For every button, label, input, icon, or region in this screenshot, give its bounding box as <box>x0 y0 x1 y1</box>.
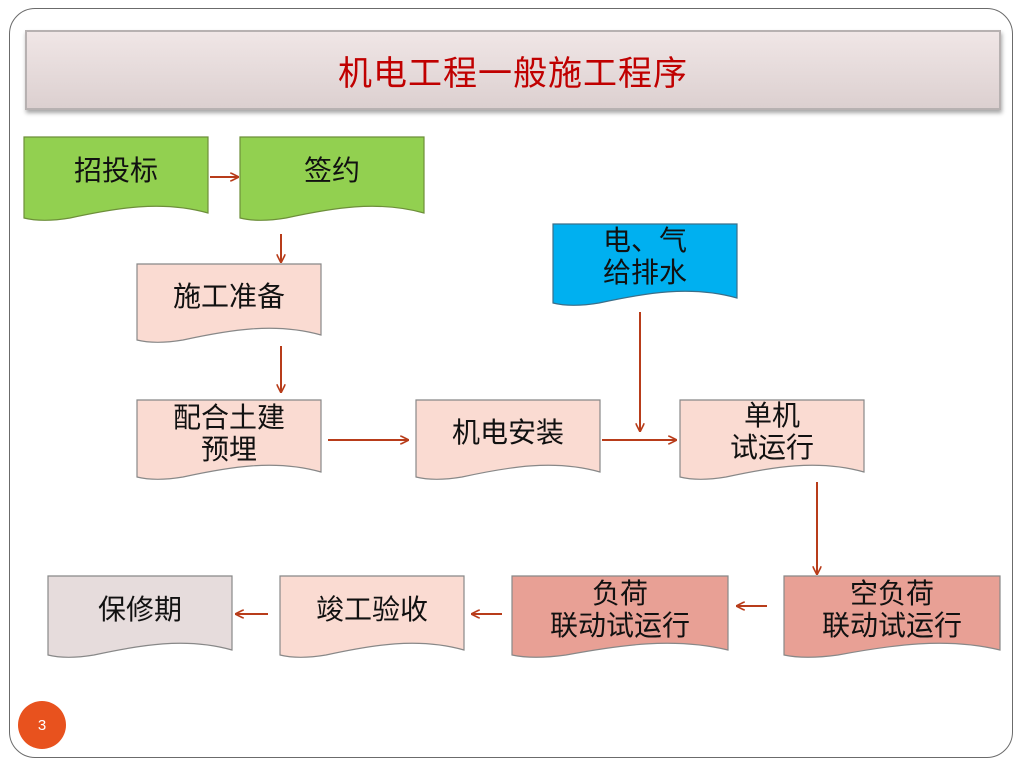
node-preparation[interactable]: 施工准备 <box>137 266 321 328</box>
node-utilities-label-line1: 电、气 <box>602 224 687 257</box>
node-no-load-test[interactable]: 空负荷 联动试运行 <box>784 572 1000 648</box>
slide-title: 机电工程一般施工程序 <box>338 53 688 94</box>
node-installation[interactable]: 机电安装 <box>416 402 600 464</box>
node-acceptance-label: 竣工验收 <box>315 593 428 626</box>
node-no-load-test-label-line2: 联动试运行 <box>821 609 962 642</box>
node-preparation-label: 施工准备 <box>172 280 285 313</box>
title-bar: 机电工程一般施工程序 <box>25 30 1001 110</box>
node-utilities-label-line2: 给排水 <box>602 256 687 289</box>
slide-frame <box>9 8 1013 758</box>
node-warranty-label: 保修期 <box>97 593 182 626</box>
node-civil-label-line1: 配合土建 <box>172 401 285 434</box>
node-acceptance-shape <box>279 575 465 658</box>
node-single-test[interactable]: 单机 试运行 <box>680 394 864 470</box>
node-bidding-shape <box>23 136 209 221</box>
node-civil-label-line2: 预埋 <box>200 433 257 466</box>
page-number: 3 <box>37 716 47 734</box>
node-no-load-test-shape <box>783 575 1001 658</box>
node-single-test-shape <box>679 399 865 480</box>
node-contract-label: 签约 <box>303 154 360 187</box>
node-preparation-shape <box>136 263 322 343</box>
node-installation-label: 机电安装 <box>451 416 564 449</box>
page-number-badge: 3 <box>18 701 66 749</box>
node-warranty-shape <box>47 575 233 658</box>
node-utilities-shape <box>552 223 738 306</box>
node-load-test-label-line1: 负荷 <box>591 577 648 610</box>
node-civil[interactable]: 配合土建 预埋 <box>137 398 321 470</box>
node-contract[interactable]: 签约 <box>240 140 424 202</box>
node-single-test-label-line2: 试运行 <box>729 431 814 464</box>
node-acceptance[interactable]: 竣工验收 <box>280 580 464 640</box>
node-installation-shape <box>415 399 601 480</box>
node-bidding-label: 招投标 <box>73 154 158 187</box>
node-warranty[interactable]: 保修期 <box>48 580 232 640</box>
node-load-test-shape <box>511 575 729 658</box>
node-no-load-test-label-line1: 空负荷 <box>849 577 934 610</box>
node-contract-shape <box>239 136 425 221</box>
node-civil-shape <box>136 399 322 480</box>
node-bidding[interactable]: 招投标 <box>24 140 208 202</box>
node-single-test-label-line1: 单机 <box>743 399 800 432</box>
node-load-test-label-line2: 联动试运行 <box>549 609 690 642</box>
node-load-test[interactable]: 负荷 联动试运行 <box>512 572 728 648</box>
node-utilities[interactable]: 电、气 给排水 <box>553 220 737 294</box>
